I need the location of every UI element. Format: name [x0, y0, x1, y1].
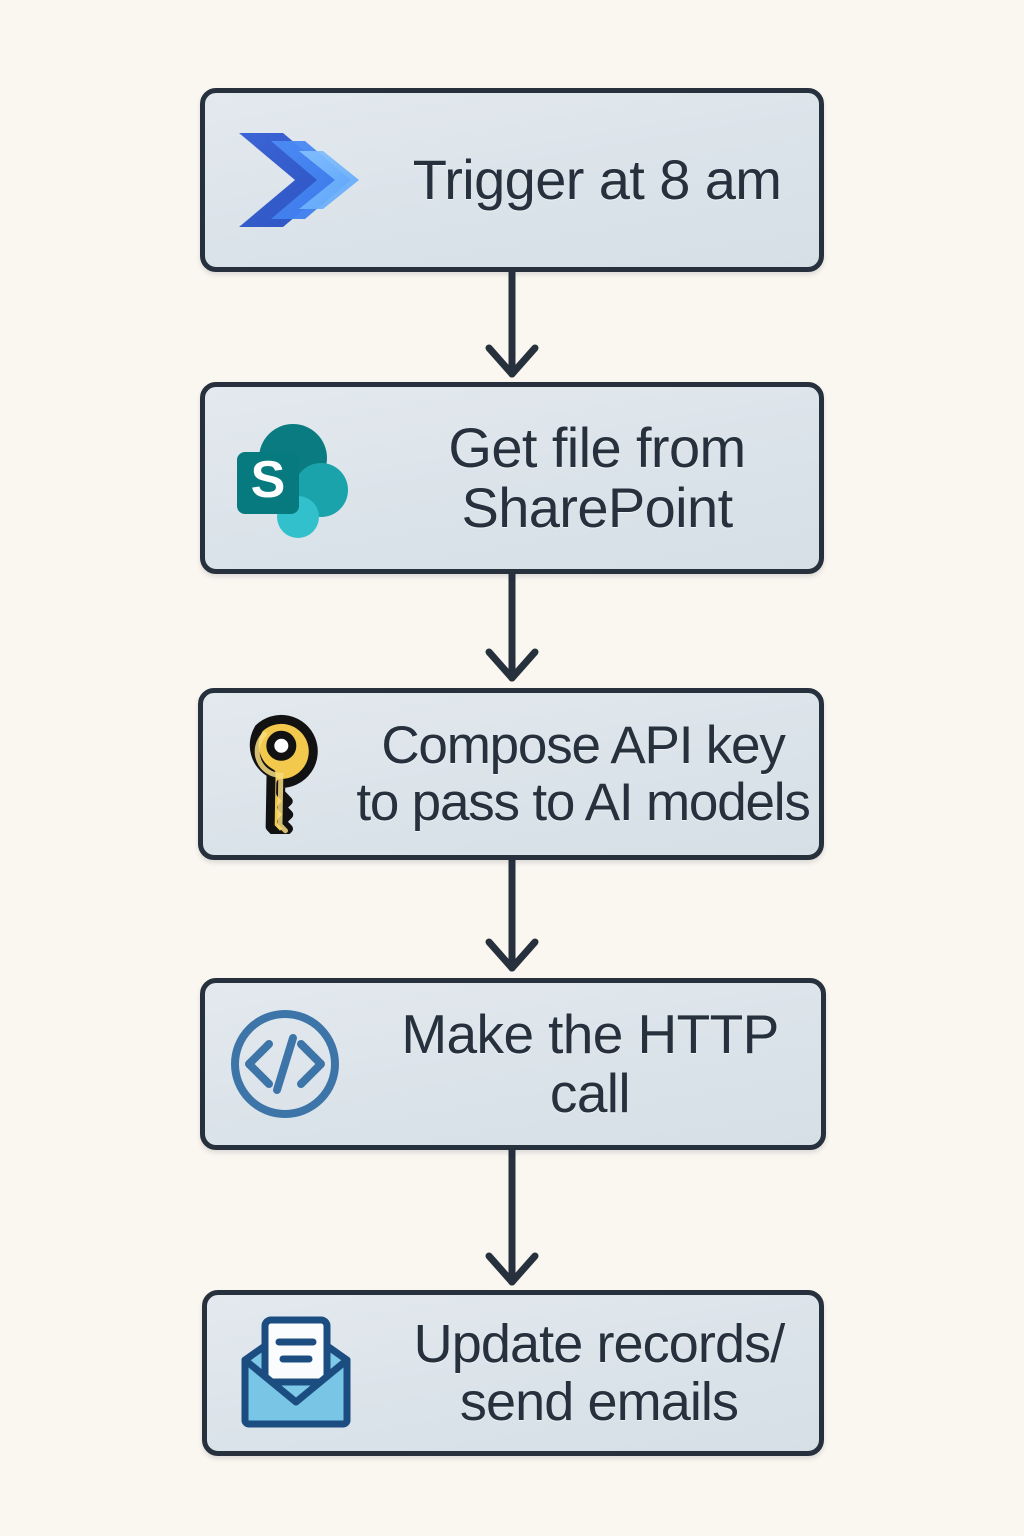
flow-node-trigger[interactable]: Trigger at 8 am [200, 88, 824, 272]
sharepoint-icon-wrap: S [205, 414, 381, 542]
key-icon-wrap [203, 714, 353, 834]
flow-node-apikey-label: Compose API key to pass to AI models [356, 715, 810, 832]
key-icon [249, 714, 318, 834]
flow-node-sharepoint-label: Get file from SharePoint [448, 415, 746, 539]
flow-node-trigger-label: Trigger at 8 am [412, 147, 782, 211]
power-automate-logo-icon [239, 133, 359, 227]
flow-node-update[interactable]: Update records/ send emails [202, 1290, 824, 1456]
code-brackets-circle-icon [231, 1010, 339, 1118]
sharepoint-logo-icon: S [237, 424, 348, 538]
svg-text:S: S [251, 451, 286, 509]
flow-node-apikey[interactable]: Compose API key to pass to AI models [198, 688, 824, 860]
flow-node-http-label: Make the HTTP call [401, 1002, 779, 1124]
open-envelope-mail-icon [241, 1316, 351, 1428]
flow-node-update-label: Update records/ send emails [413, 1313, 786, 1432]
power-automate-icon-wrap [205, 121, 381, 239]
flow-node-sharepoint[interactable]: S Get file from SharePoint [200, 382, 824, 574]
arrow-apikey-to-http [485, 856, 539, 972]
arrow-sharepoint-to-apikey [485, 570, 539, 682]
arrow-trigger-to-sharepoint [485, 268, 539, 378]
mail-icon-wrap [207, 1316, 385, 1430]
code-icon-wrap [205, 1002, 365, 1126]
arrow-http-to-update [485, 1146, 539, 1286]
flow-node-http[interactable]: Make the HTTP call [200, 978, 826, 1150]
